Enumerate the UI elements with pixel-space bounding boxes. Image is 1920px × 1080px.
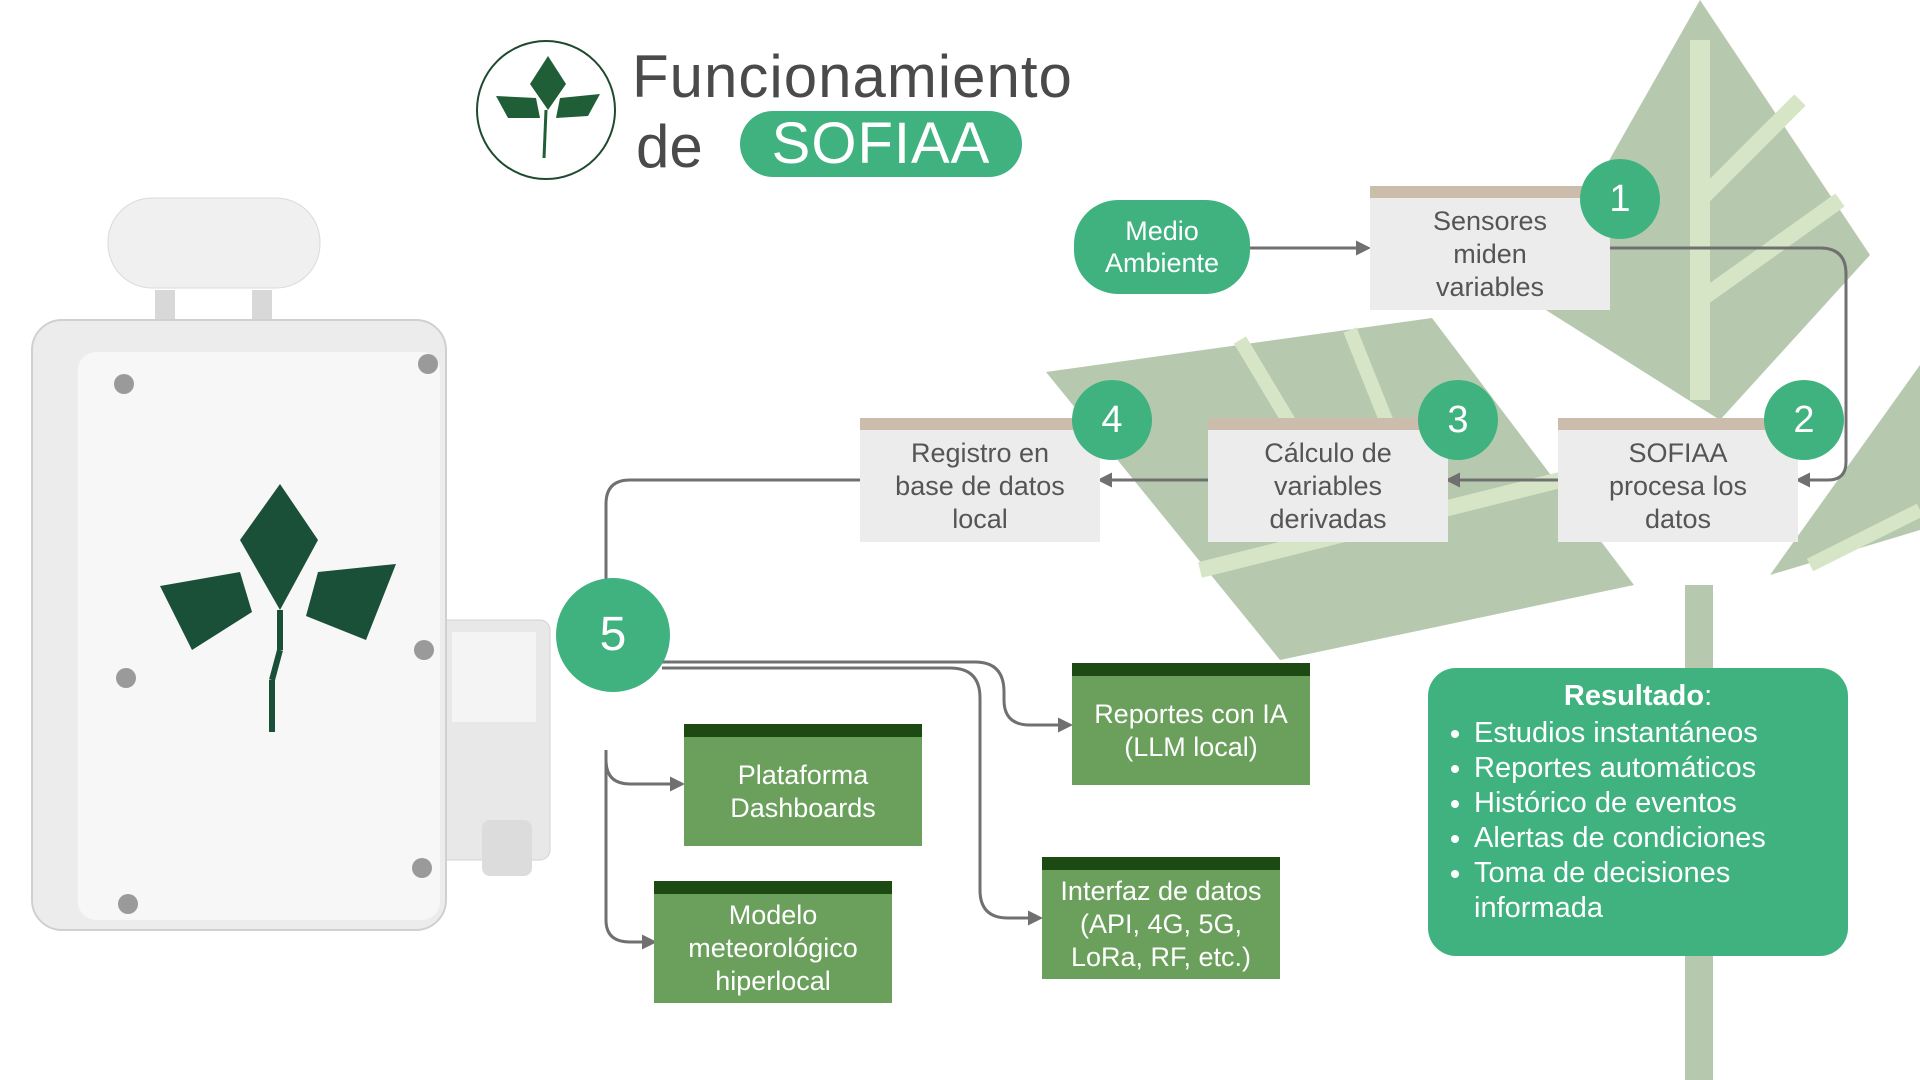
node-sofiaa-procesa: SOFIAA procesa los datos xyxy=(1558,418,1798,542)
node-sensores-label: Sensores miden variables xyxy=(1432,205,1548,302)
output-reportes-ia-label: Reportes con IA (LLM local) xyxy=(1094,698,1288,762)
result-item: Estudios instantáneos xyxy=(1474,716,1830,751)
output-plataforma: Plataforma Dashboards xyxy=(684,724,922,846)
output-interfaz: Interfaz de datos (API, 4G, 5G, LoRa, RF… xyxy=(1042,857,1280,979)
output-interfaz-label: Interfaz de datos (API, 4G, 5G, LoRa, RF… xyxy=(1060,876,1262,972)
node-medio-ambiente: Medio Ambiente xyxy=(1074,200,1250,294)
title-funcionamiento: Funcionamiento xyxy=(632,43,1073,110)
result-title-text: Resultado xyxy=(1563,680,1705,712)
result-item: Toma de decisiones informada xyxy=(1474,856,1830,926)
line-registro-to-5 xyxy=(604,478,860,634)
node-registro-label: Registro en base de datos local xyxy=(895,437,1065,534)
result-item: Histórico de eventos xyxy=(1474,786,1830,821)
title-de: de xyxy=(636,113,703,180)
step-badge-1: 1 xyxy=(1580,159,1660,239)
node-registro: Registro en base de datos local xyxy=(860,418,1100,542)
arrow-5-to-reportes xyxy=(662,660,1073,733)
arrow-5-to-plataforma xyxy=(604,750,685,792)
result-title: Resultado: xyxy=(1446,678,1830,714)
step-badge-2: 2 xyxy=(1764,380,1844,460)
node-sensores: Sensores miden variables xyxy=(1370,186,1610,310)
arrow-5-to-modelo xyxy=(604,750,657,950)
result-item: Alertas de condiciones xyxy=(1474,821,1830,856)
node-medio-ambiente-label: Medio Ambiente xyxy=(1104,216,1220,278)
arrow-5-to-interfaz xyxy=(662,666,1043,926)
output-modelo: Modelo meteorológico hiperlocal xyxy=(654,881,892,1003)
result-title-colon: : xyxy=(1704,680,1713,712)
node-calculo: Cálculo de variables derivadas xyxy=(1208,418,1448,542)
step-badge-4: 4 xyxy=(1072,380,1152,460)
result-list: Estudios instantáneos Reportes automátic… xyxy=(1446,716,1830,926)
output-modelo-label: Modelo meteorológico hiperlocal xyxy=(688,900,858,996)
result-panel: Resultado: Estudios instantáneos Reporte… xyxy=(1428,668,1848,956)
arrow-sensores-to-sofiaa xyxy=(1610,246,1848,488)
step-badge-3: 3 xyxy=(1418,380,1498,460)
node-calculo-label: Cálculo de variables derivadas xyxy=(1264,437,1392,534)
result-item: Reportes automáticos xyxy=(1474,751,1830,786)
step-badge-5: 5 xyxy=(556,578,670,692)
output-plataforma-label: Plataforma Dashboards xyxy=(730,759,876,823)
title-sofiaa-pill: SOFIAA xyxy=(740,111,1022,177)
output-reportes-ia: Reportes con IA (LLM local) xyxy=(1072,663,1310,785)
node-sofiaa-procesa-label: SOFIAA procesa los datos xyxy=(1608,437,1748,534)
